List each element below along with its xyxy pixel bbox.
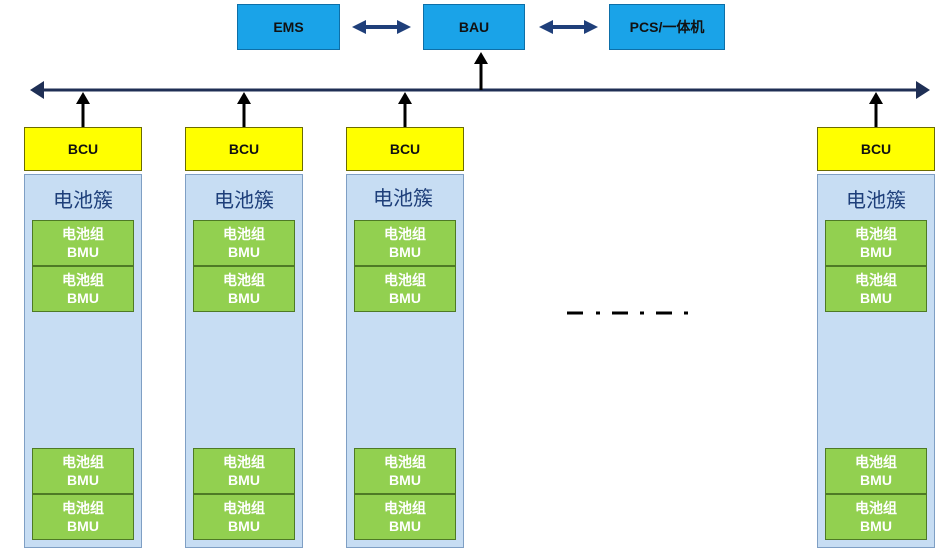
battery-module: 电池组 BMU [825,220,927,266]
battery-module: 电池组 BMU [32,220,134,266]
battery-module: 电池组 BMU [825,494,927,540]
ems-label: EMS [273,19,304,35]
module-label-cn: 电池组 [855,272,897,288]
bcu-box-1: BCU [24,127,142,171]
ems-bau-link-arrow [352,20,411,34]
module-label-bmu: BMU [860,244,892,260]
module-label-bmu: BMU [389,472,421,488]
module-label-bmu: BMU [860,518,892,534]
module-label-bmu: BMU [228,244,260,260]
module-label-cn: 电池组 [62,454,104,470]
module-label-bmu: BMU [67,244,99,260]
module-label-bmu: BMU [67,472,99,488]
module-label-bmu: BMU [67,518,99,534]
bcu-uplink-arrow-1 [76,92,90,127]
module-label-cn: 电池组 [384,454,426,470]
battery-module: 电池组 BMU [32,266,134,312]
module-label-bmu: BMU [389,290,421,306]
module-label-cn: 电池组 [384,500,426,516]
module-label-cn: 电池组 [223,272,265,288]
bcu-box-2: BCU [185,127,303,171]
module-label-cn: 电池组 [62,226,104,242]
bcu-box-4: BCU [817,127,935,171]
bau-pcs-link-arrow [539,20,598,34]
cluster-title: 电池簇 [373,186,433,210]
module-label-cn: 电池组 [62,272,104,288]
battery-module: 电池组 BMU [32,448,134,494]
battery-module: 电池组 BMU [193,494,295,540]
battery-module: 电池组 BMU [354,266,456,312]
cluster-title: 电池簇 [53,188,113,212]
bcu-uplink-arrow-4 [869,92,883,127]
module-label-cn: 电池组 [223,500,265,516]
module-label-cn: 电池组 [855,226,897,242]
module-label-cn: 电池组 [855,500,897,516]
battery-module: 电池组 BMU [32,494,134,540]
module-label-cn: 电池组 [223,454,265,470]
module-label-bmu: BMU [389,244,421,260]
battery-module: 电池组 BMU [354,220,456,266]
bau-label: BAU [458,19,490,35]
pcs-box: PCS/一体机 [609,4,725,50]
battery-module: 电池组 BMU [354,448,456,494]
battery-module: 电池组 BMU [193,448,295,494]
module-label-bmu: BMU [389,518,421,534]
bcu-label: BCU [860,141,892,157]
battery-module: 电池组 BMU [825,266,927,312]
cluster-title: 电池簇 [214,188,274,212]
bcu-label: BCU [389,141,421,157]
battery-module: 电池组 BMU [193,220,295,266]
module-label-bmu: BMU [860,472,892,488]
module-label-cn: 电池组 [384,272,426,288]
bcu-box-3: BCU [346,127,464,171]
module-label-bmu: BMU [228,518,260,534]
battery-module: 电池组 BMU [193,266,295,312]
bau-uplink-arrow [474,52,488,90]
bcu-label: BCU [67,141,99,157]
module-label-bmu: BMU [228,290,260,306]
module-label-bmu: BMU [67,290,99,306]
cluster-title: 电池簇 [846,188,906,212]
bcu-label: BCU [228,141,260,157]
module-label-cn: 电池组 [855,454,897,470]
battery-module: 电池组 BMU [354,494,456,540]
bcu-uplink-arrow-2 [237,92,251,127]
pcs-label: PCS/一体机 [629,19,705,35]
module-label-bmu: BMU [860,290,892,306]
bcu-uplink-arrow-3 [398,92,412,127]
module-label-cn: 电池组 [384,226,426,242]
module-label-cn: 电池组 [62,500,104,516]
module-label-cn: 电池组 [223,226,265,242]
bau-box: BAU [423,4,525,50]
ems-box: EMS [237,4,340,50]
module-label-bmu: BMU [228,472,260,488]
battery-module: 电池组 BMU [825,448,927,494]
